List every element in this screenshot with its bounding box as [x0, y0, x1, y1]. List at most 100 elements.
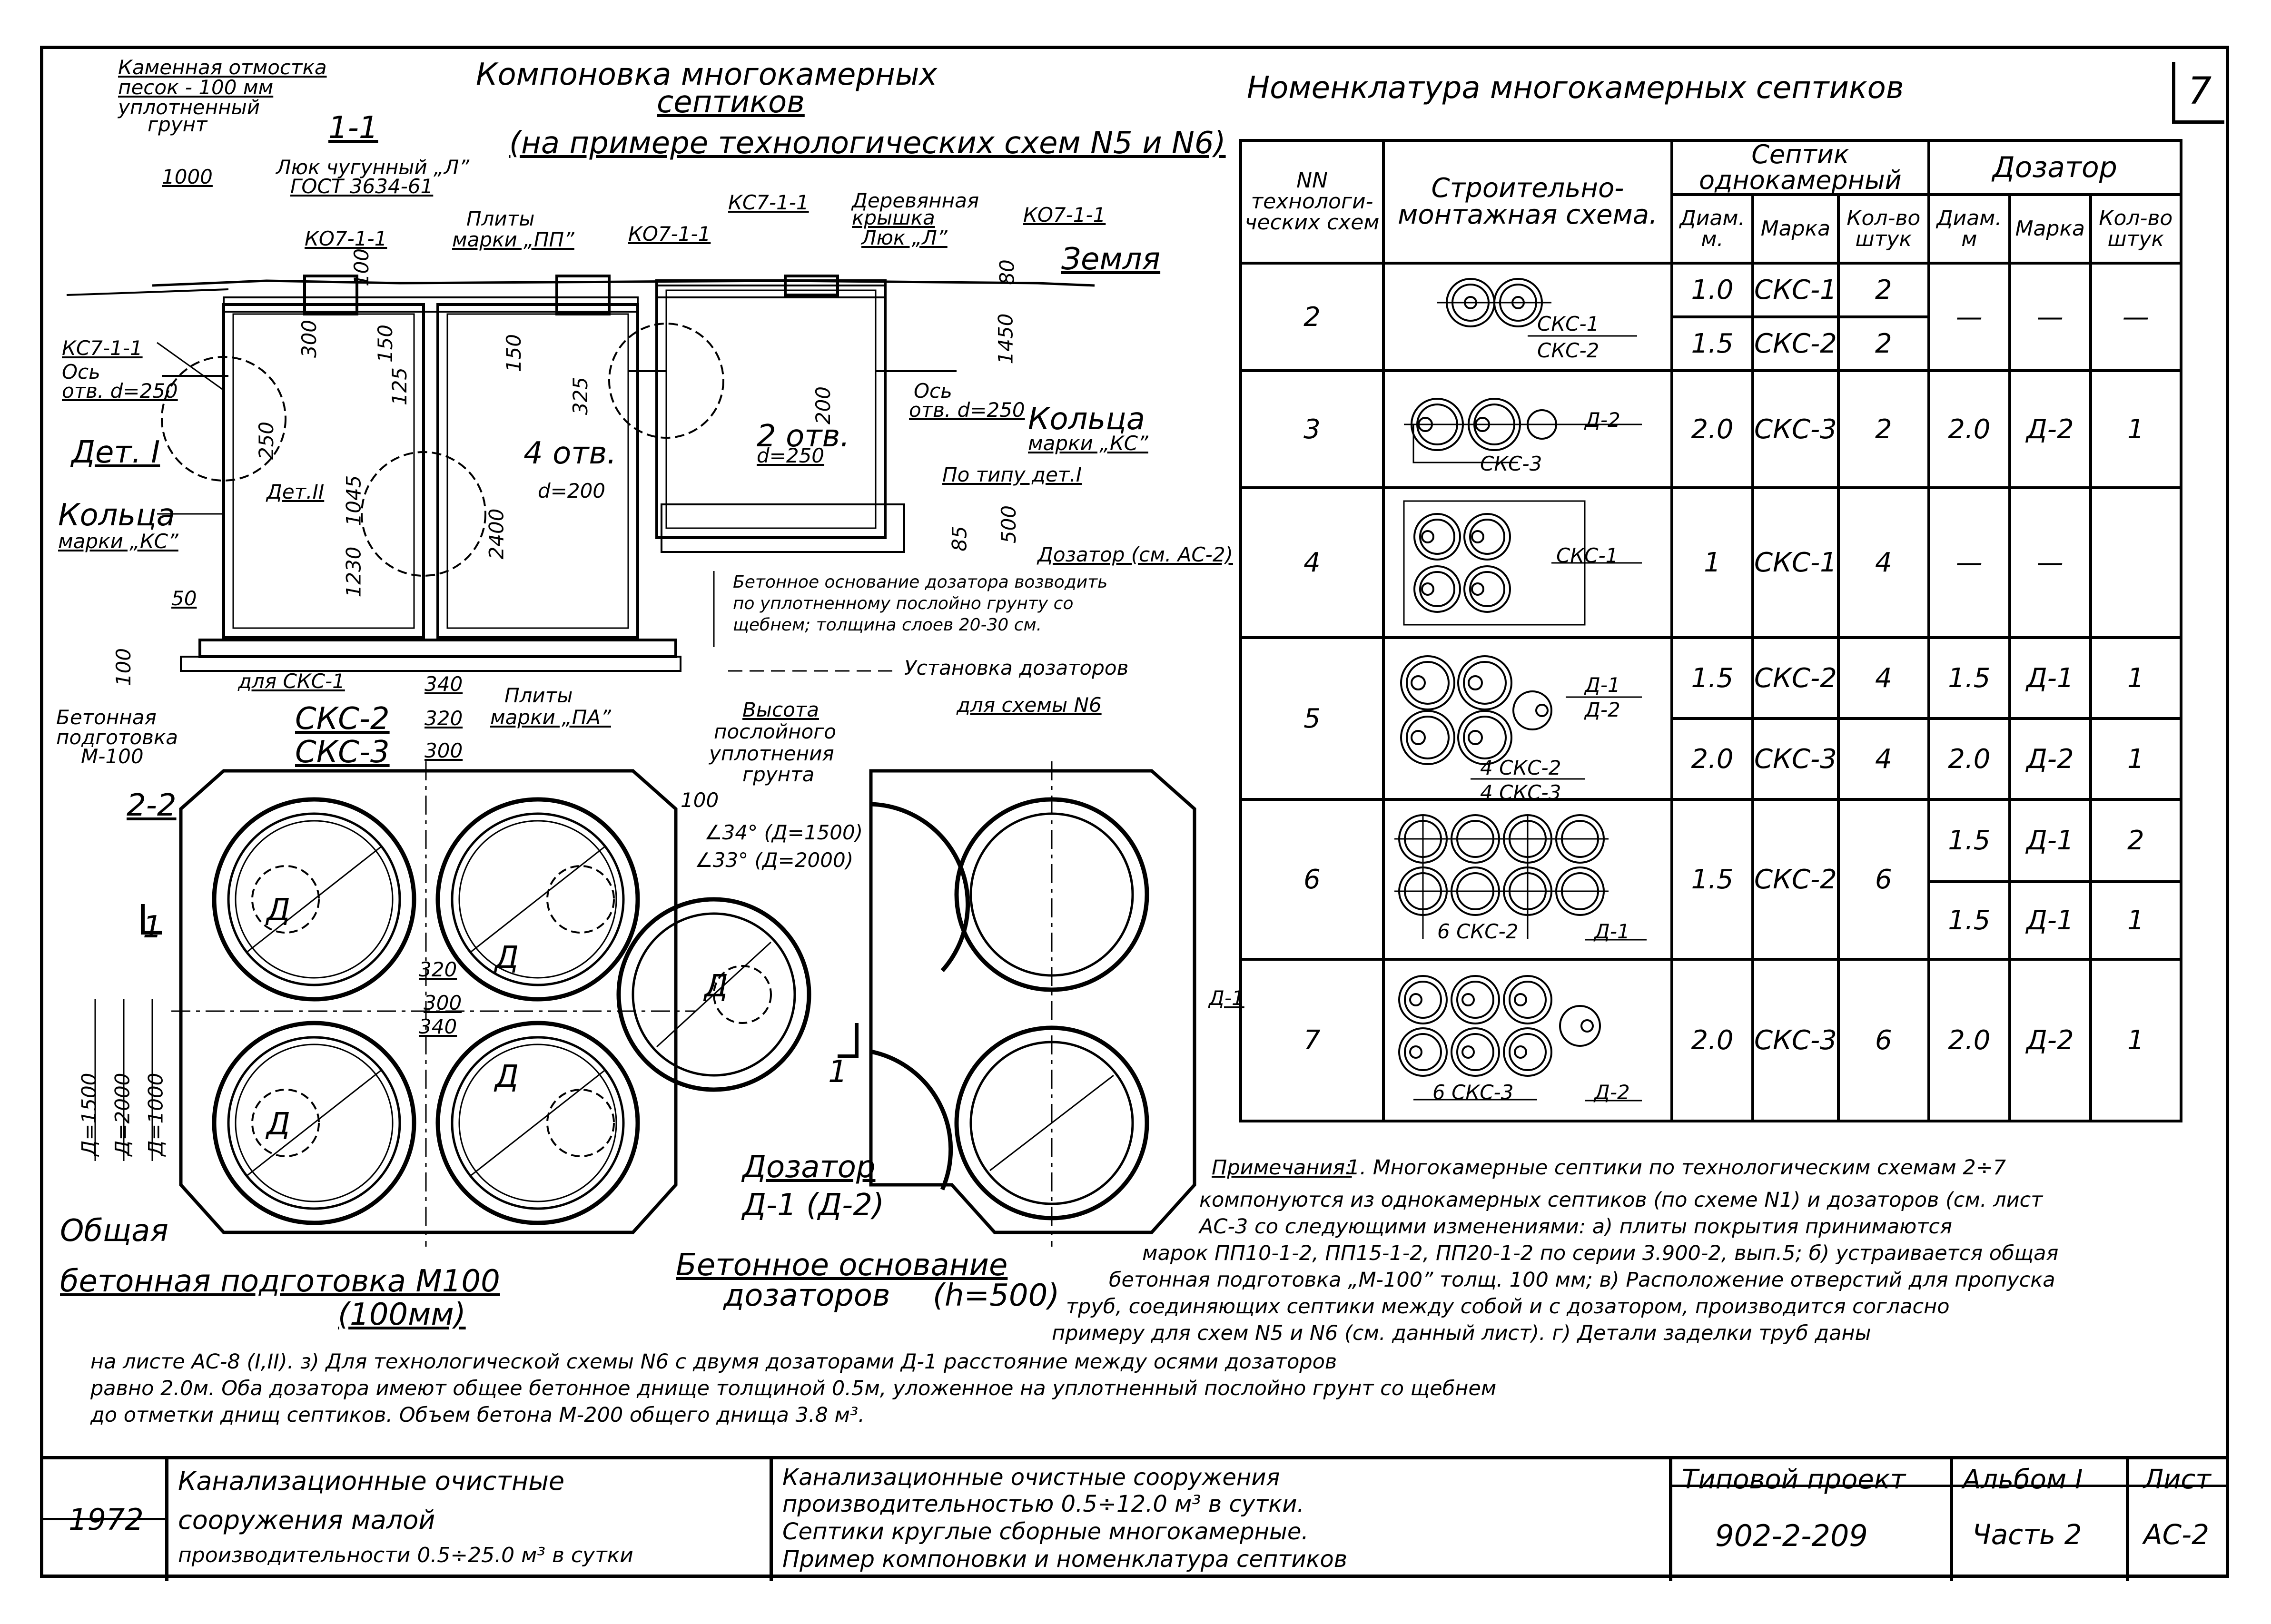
- angle-2: ∠33° (Д=2000): [695, 848, 854, 872]
- layer-height-1: Высота: [742, 698, 819, 721]
- th-scheme: Строительно- монтажная схема.: [1382, 139, 1673, 265]
- rings-label-2: Кольца: [1028, 402, 1145, 437]
- scheme-3-cap-a: Д-2: [1585, 408, 1620, 432]
- legend-ground: грунт: [148, 113, 207, 136]
- concrete-base-note-1: Бетонное основание дозатора возводить: [733, 572, 1108, 592]
- scheme-7-svg: [1398, 975, 1642, 1102]
- scheme-5-cap-d: 4 СКС-3: [1480, 781, 1561, 804]
- scheme-3-cap-b: СКС-3: [1480, 452, 1542, 475]
- tb-c3-l1: Канализационные очистные сооружения: [782, 1464, 1280, 1491]
- per-detail: По типу дет.I: [942, 463, 1082, 486]
- scheme-4-svg: [1403, 500, 1642, 625]
- rings-mark: марки „КС”: [58, 530, 178, 553]
- ring-d-2: Д: [495, 940, 519, 975]
- dim-320-plan: 320: [419, 958, 457, 981]
- d200: d=200: [538, 479, 606, 502]
- doser-label: Дозатор: [742, 1150, 876, 1185]
- dim-2400: 2400: [484, 508, 508, 560]
- detail-2: Дет.II: [267, 480, 325, 503]
- note-5: бетонная подготовка „М-100” толщ. 100 мм…: [1109, 1268, 2055, 1292]
- h500: (h=500): [933, 1278, 1060, 1313]
- layer-height-4: грунта: [742, 763, 815, 786]
- common-label: Общая: [60, 1213, 168, 1249]
- axis-2: Ось: [914, 379, 952, 403]
- hole-d250-2: отв. d=250: [909, 398, 1025, 422]
- note-9: равно 2.0м. Оба дозатора имеют общее бет…: [90, 1377, 1497, 1400]
- note-4: марок ПП10-1-2, ПП15-1-2, ПП20-1-2 по се…: [1142, 1241, 2059, 1265]
- ring-d-1: Д: [267, 893, 290, 928]
- wood-cover: Деревянная: [852, 189, 979, 212]
- th-septic: Септик однокамерный: [1670, 139, 1930, 196]
- tb-c3-l2: производительностью 0.5÷12.0 м³ в сутки.: [782, 1491, 1304, 1517]
- slabs-pa: Плиты: [504, 684, 573, 707]
- tb-sheet-cell: Лист АС-2: [2129, 1459, 2229, 1581]
- tb-project-v: 902-2-209: [1715, 1518, 1868, 1553]
- dim-250: 250: [255, 421, 278, 460]
- row-6b-doser-qty: 1: [2089, 880, 2182, 961]
- notes-head: Примечания:: [1212, 1156, 1352, 1180]
- note-1: 1. Многокамерные септики по технологичес…: [1347, 1156, 2006, 1180]
- row-2a-mark: СКС-1: [1751, 262, 1840, 318]
- angle-1: ∠34° (Д=1500): [704, 821, 863, 844]
- scheme-5-cap-c: 4 СКС-2: [1480, 756, 1561, 779]
- dim-150b: 150: [502, 334, 526, 373]
- row-6-mark: СКС-2: [1751, 798, 1840, 961]
- common-prep-2: (100мм): [338, 1297, 466, 1332]
- doser-ac2: Дозатор (см. АС-2): [1037, 543, 1233, 566]
- dim-1450: 1450: [994, 313, 1017, 364]
- scheme-6-cap-a: 6 СКС-2: [1437, 920, 1519, 943]
- note-3: АС-3 со следующими изменениями: а) плиты…: [1199, 1215, 1952, 1239]
- rings-label: Кольца: [58, 498, 175, 533]
- dim-50: 50: [171, 587, 197, 610]
- title-block: 1972 Канализационные очистные сооружения…: [40, 1456, 2229, 1581]
- dim-100-plan: 100: [681, 788, 719, 812]
- concrete-base-note-2: по уплотненному послойно грунту со: [733, 594, 1074, 613]
- row-5b-doser-mark: Д-2: [2008, 717, 2092, 801]
- row-4-doser-mark: —: [2008, 486, 2092, 639]
- concrete-base-note-3: щебнем; толщина слоев 20-30 см.: [733, 615, 1042, 635]
- row-3-n: 3: [1239, 369, 1385, 489]
- concrete-prep-1: Бетонная: [56, 706, 157, 729]
- row-3-doser-qty: 1: [2089, 369, 2182, 489]
- row-6b-doser-diam: 1.5: [1927, 880, 2011, 961]
- tb-project-h: Типовой проект: [1682, 1464, 1906, 1495]
- row-5a-doser-qty: 1: [2089, 636, 2182, 720]
- doser-install-1: Установка дозаторов: [904, 656, 1129, 679]
- scheme-2-cap-b: СКС-2: [1537, 339, 1600, 362]
- row-5a-doser-mark: Д-1: [2008, 636, 2092, 720]
- rings-mark-2: марки „КС”: [1028, 432, 1148, 455]
- row-6-diam: 1.5: [1670, 798, 1754, 961]
- dim-150a: 150: [374, 324, 397, 363]
- dim-80: 80: [995, 259, 1019, 285]
- scheme-2-svg: [1437, 278, 1637, 337]
- d1-side: Д-1: [1209, 986, 1244, 1010]
- row-7-doser-qty: 1: [2089, 958, 2182, 1122]
- doser-install-2: для схемы N6: [957, 693, 1102, 717]
- row-3-doser-mark: Д-2: [2008, 369, 2092, 489]
- row-4-doser-diam: —: [1927, 486, 2011, 639]
- scheme-3-svg: [1404, 398, 1642, 463]
- d250: d=250: [757, 444, 825, 467]
- th-diam-2: Диам. м: [1927, 193, 2011, 265]
- d-1500: Д=1500: [77, 1073, 101, 1156]
- d-2000: Д=2000: [110, 1073, 134, 1156]
- holes-2: 2 отв.: [757, 419, 850, 454]
- row-4-n: 4: [1239, 486, 1385, 639]
- gost: ГОСТ 3634-61: [290, 175, 434, 198]
- row-2-n: 2: [1239, 262, 1385, 372]
- row-7-scheme: 6 СКС-3 Д-2: [1382, 958, 1673, 1122]
- row-4-scheme: СКС-1: [1382, 486, 1673, 639]
- scheme-5-cap-b: Д-2: [1585, 698, 1620, 721]
- sheet-number: 7: [2172, 62, 2224, 124]
- hole-d250-1: отв. d=250: [62, 379, 178, 403]
- row-2-scheme: СКС-1 СКС-2: [1382, 262, 1673, 372]
- scheme-2-cap-a: СКС-1: [1537, 312, 1600, 335]
- row-5-scheme: Д-1 Д-2 4 СКС-2 4 СКС-3: [1382, 636, 1673, 804]
- row-3-qty: 2: [1837, 369, 1930, 489]
- dim-300v: 300: [297, 319, 321, 358]
- dim-1000: 1000: [162, 165, 213, 188]
- d-1000: Д=1000: [144, 1073, 168, 1156]
- skc2: СКС-2: [295, 701, 390, 737]
- slab-mark: марки „ПП”: [452, 228, 574, 251]
